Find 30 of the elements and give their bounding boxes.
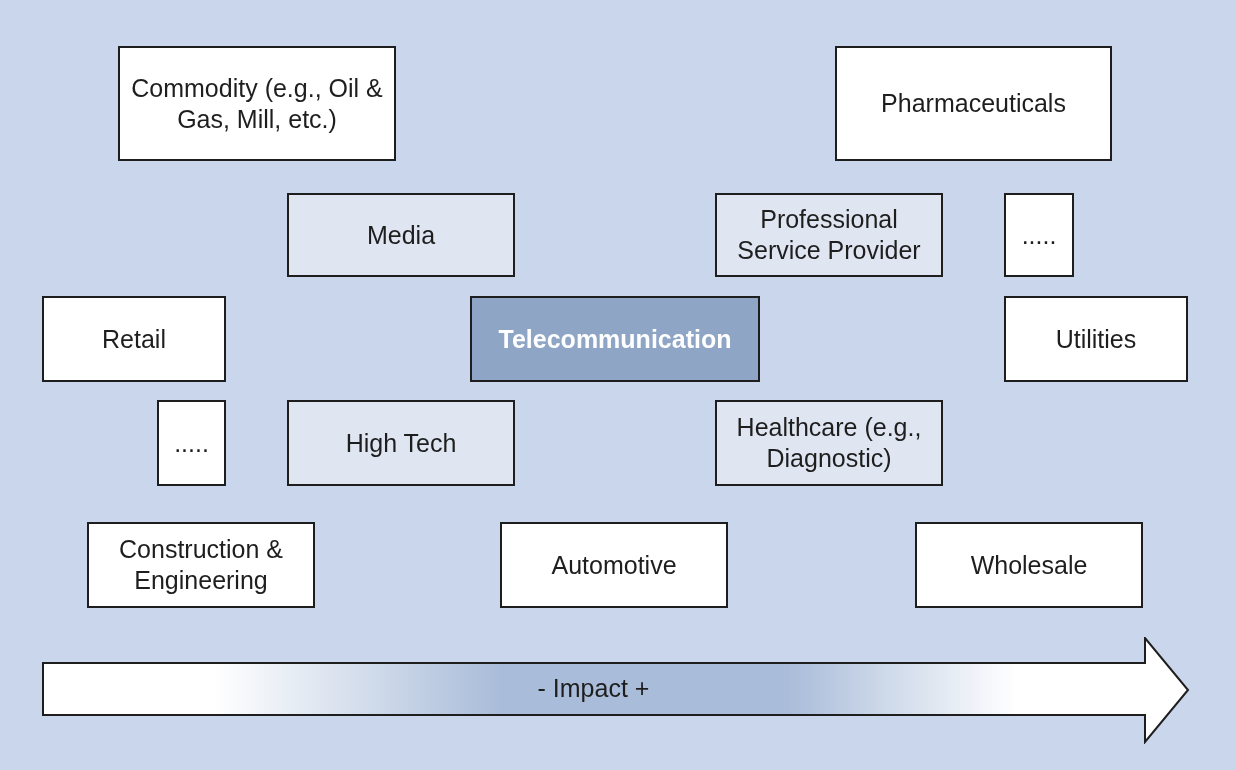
industry-box — [42, 296, 226, 382]
industry-label: ..... — [1020, 219, 1058, 251]
industry-box — [157, 400, 226, 486]
industry-label: ..... — [173, 427, 210, 459]
industry-box — [715, 193, 943, 277]
industry-label: Professional Service Provider — [736, 204, 922, 266]
industry-label: Construction & Engineering — [118, 534, 284, 596]
industry-label: Telecommunication — [497, 323, 733, 355]
industry-label: Healthcare (e.g., Diagnostic) — [735, 412, 923, 474]
industry-box — [1004, 193, 1074, 277]
industry-box — [1004, 296, 1188, 382]
industry-box — [500, 522, 728, 608]
industry-box — [287, 400, 515, 486]
industry-box — [118, 46, 396, 161]
impact-arrow — [42, 637, 1190, 744]
industry-box — [915, 522, 1143, 608]
industry-box — [470, 296, 760, 382]
industry-box — [715, 400, 943, 486]
industry-label: Pharmaceuticals — [880, 88, 1067, 119]
industry-box — [835, 46, 1112, 161]
industry-label: Media — [365, 219, 437, 251]
industry-label: Automotive — [550, 549, 678, 581]
industry-box — [87, 522, 315, 608]
industry-label: Utilities — [1054, 323, 1138, 355]
industry-label: Wholesale — [969, 549, 1089, 581]
axis-label: - Impact + — [536, 673, 651, 704]
industry-box — [287, 193, 515, 277]
industry-label: Commodity (e.g., Oil & Gas, Mill, etc.) — [130, 72, 384, 135]
industry-label: Retail — [101, 323, 167, 355]
industry-label: High Tech — [344, 427, 458, 459]
